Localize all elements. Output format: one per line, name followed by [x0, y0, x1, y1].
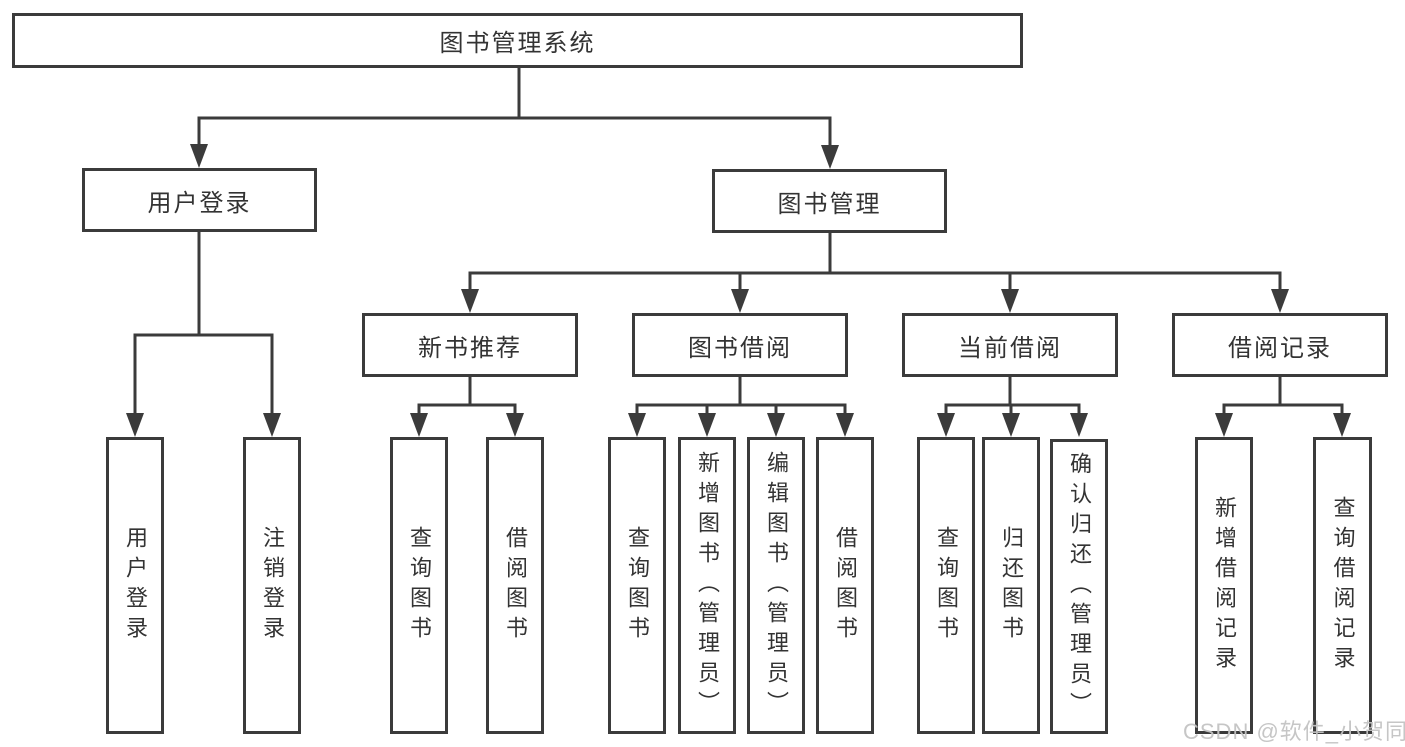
arrow-leaf-rec-borrow — [506, 413, 524, 437]
node-borrowing-records: 借阅记录 — [1172, 313, 1388, 377]
arrow-book-borrowing — [731, 289, 749, 313]
leaf-return-books: 归还图书 — [982, 437, 1040, 734]
node-book-borrowing: 图书借阅 — [632, 313, 848, 377]
level2-branch — [197, 116, 832, 151]
level3-branch — [468, 271, 1282, 296]
arrow-leaf-bb-add — [698, 413, 716, 437]
arrow-leaf-bb-borrow — [836, 413, 854, 437]
connector-paths — [133, 67, 1344, 419]
leaf-borrow-books-recommend: 借阅图书 — [486, 437, 544, 734]
arrow-leaf-rec-query — [410, 413, 428, 437]
leaf-edit-books-admin: 编辑图书（管理员） — [747, 437, 805, 734]
arrow-current-borrowing — [1001, 289, 1019, 313]
arrow-book-management — [821, 145, 839, 169]
leaf-add-books-admin: 新增图书（管理员） — [678, 437, 736, 734]
arrow-leaf-cb-return — [1002, 413, 1020, 437]
node-library-management-system: 图书管理系统 — [12, 13, 1023, 68]
leaf-query-books-recommend: 查询图书 — [390, 437, 448, 734]
node-new-book-recommend: 新书推荐 — [362, 313, 578, 377]
leaf-query-books-borrowing: 查询图书 — [608, 437, 666, 734]
user-login-leaf-branch — [133, 333, 274, 419]
arrow-leaf-br-query — [1333, 413, 1351, 437]
arrow-user-login — [190, 144, 208, 168]
leaf-confirm-return-admin: 确认归还（管理员） — [1050, 439, 1108, 734]
watermark: CSDN @软件_小贺同学 — [1183, 719, 1405, 744]
leaf-query-borrow-record: 查询借阅记录 — [1313, 437, 1372, 734]
arrow-leaf-bb-edit — [767, 413, 785, 437]
arrow-leaf-cb-query — [937, 413, 955, 437]
borrowing-leaf-branch — [635, 403, 847, 419]
arrow-leaf-user-login — [126, 413, 144, 437]
arrow-borrowing-records — [1271, 289, 1289, 313]
node-user-login: 用户登录 — [82, 168, 317, 232]
arrow-leaf-cb-confirm — [1070, 413, 1088, 437]
leaf-borrow-books-borrowing: 借阅图书 — [816, 437, 874, 734]
arrow-leaf-logout — [263, 413, 281, 437]
leaf-user-login: 用户登录 — [106, 437, 164, 734]
node-current-borrowing: 当前借阅 — [902, 313, 1118, 377]
node-book-management: 图书管理 — [712, 169, 947, 233]
recommend-leaf-branch — [417, 403, 517, 419]
level3-stems — [468, 377, 1282, 405]
arrow-leaf-bb-query — [628, 413, 646, 437]
records-leaf-branch — [1222, 403, 1344, 419]
leaf-logout-login: 注销登录 — [243, 437, 301, 734]
leaf-query-books-current: 查询图书 — [917, 437, 975, 734]
arrow-leaf-br-add — [1215, 413, 1233, 437]
arrow-new-book-recommend — [461, 289, 479, 313]
leaf-add-borrow-record: 新增借阅记录 — [1195, 437, 1253, 734]
arrowheads — [126, 144, 1351, 437]
